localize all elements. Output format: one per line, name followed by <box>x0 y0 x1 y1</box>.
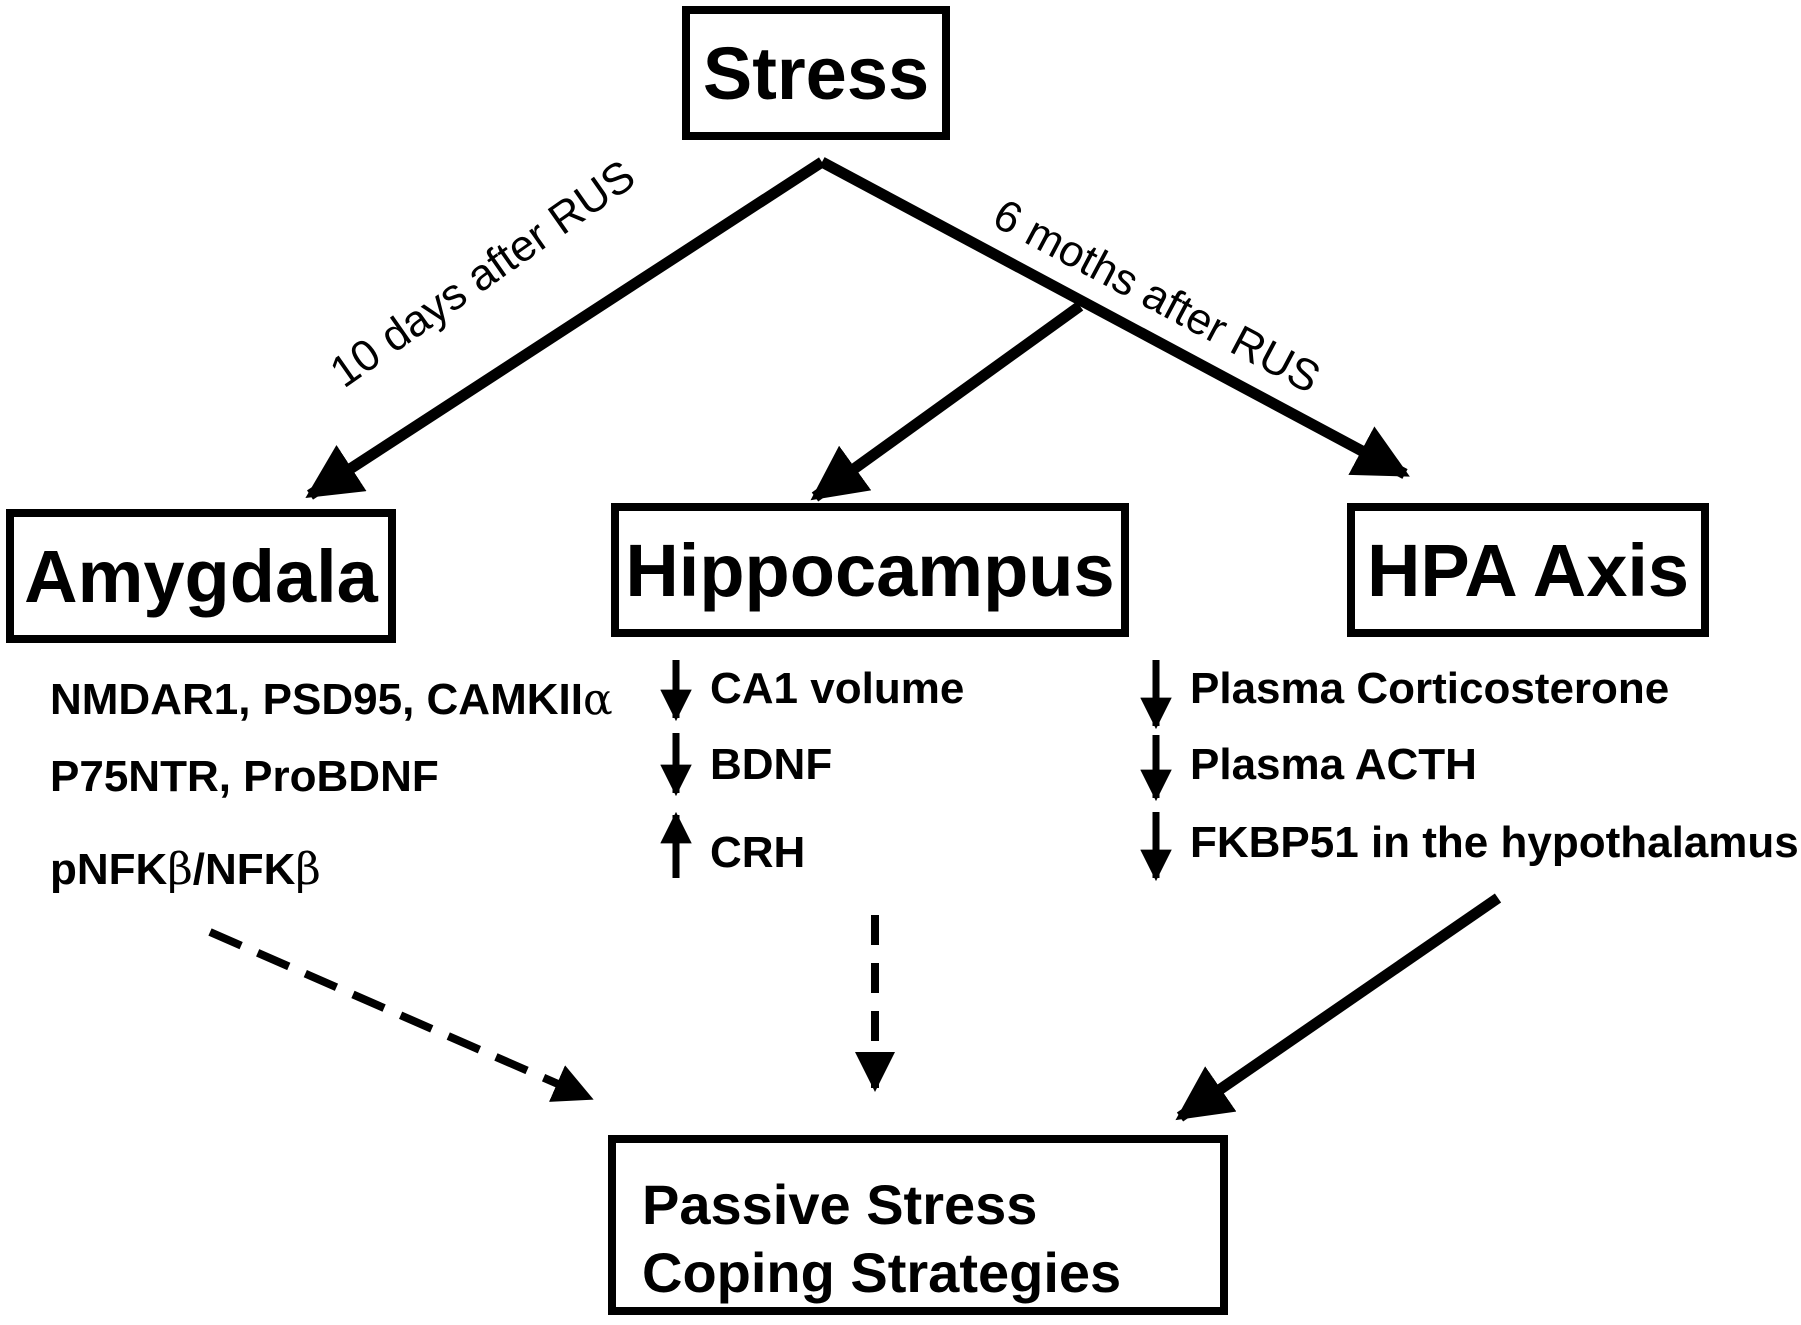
hippocampus-item-crh: CRH <box>710 828 806 877</box>
beta-symbol: β <box>167 844 193 895</box>
amygdala-item-1-text: NMDAR1, PSD95, CAMKII <box>50 675 583 724</box>
node-hippocampus: Hippocampus <box>611 503 1129 637</box>
node-passive-line2: Coping Strategies <box>642 1241 1122 1304</box>
arrow-hpa-to-passive <box>1175 893 1502 1122</box>
amygdala-item-1: NMDAR1, PSD95, CAMKIIα <box>50 674 613 725</box>
arrow-branch-to-hippocampus <box>810 301 1084 502</box>
amygdala-item-2: P75NTR, ProBDNF <box>50 752 439 801</box>
hpa-item-corticosterone: Plasma Corticosterone <box>1190 664 1670 713</box>
hippocampus-item-ca1: CA1 volume <box>710 664 965 713</box>
node-hpa-axis: HPA Axis <box>1347 503 1709 637</box>
node-hippocampus-label: Hippocampus <box>625 528 1115 612</box>
hippocampus-item-bdnf: BDNF <box>710 740 833 789</box>
arrow-amygdala-to-passive <box>208 928 594 1102</box>
node-hpa-axis-label: HPA Axis <box>1366 528 1690 612</box>
hpa-item-acth: Plasma ACTH <box>1190 740 1477 789</box>
arrow-stress-to-amygdala <box>305 157 825 500</box>
amygdala-item-3-a: pNFK <box>50 845 168 894</box>
node-amygdala: Amygdala <box>6 509 396 643</box>
node-passive-coping: Passive Stress Coping Strategies <box>608 1135 1228 1315</box>
amygdala-item-3: pNFKβ/NFKβ <box>50 844 321 895</box>
amygdala-item-3-c: /NFK <box>192 845 296 894</box>
node-stress-label: Stress <box>702 31 930 115</box>
beta-symbol: β <box>295 844 321 895</box>
alpha-symbol: α <box>582 674 613 725</box>
node-amygdala-label: Amygdala <box>24 534 378 618</box>
arrow-stress-to-hpa <box>819 157 1410 479</box>
node-passive-line1: Passive Stress <box>642 1173 1038 1236</box>
hpa-item-fkbp51: FKBP51 in the hypothalamus <box>1190 818 1799 867</box>
node-stress: Stress <box>682 6 950 140</box>
